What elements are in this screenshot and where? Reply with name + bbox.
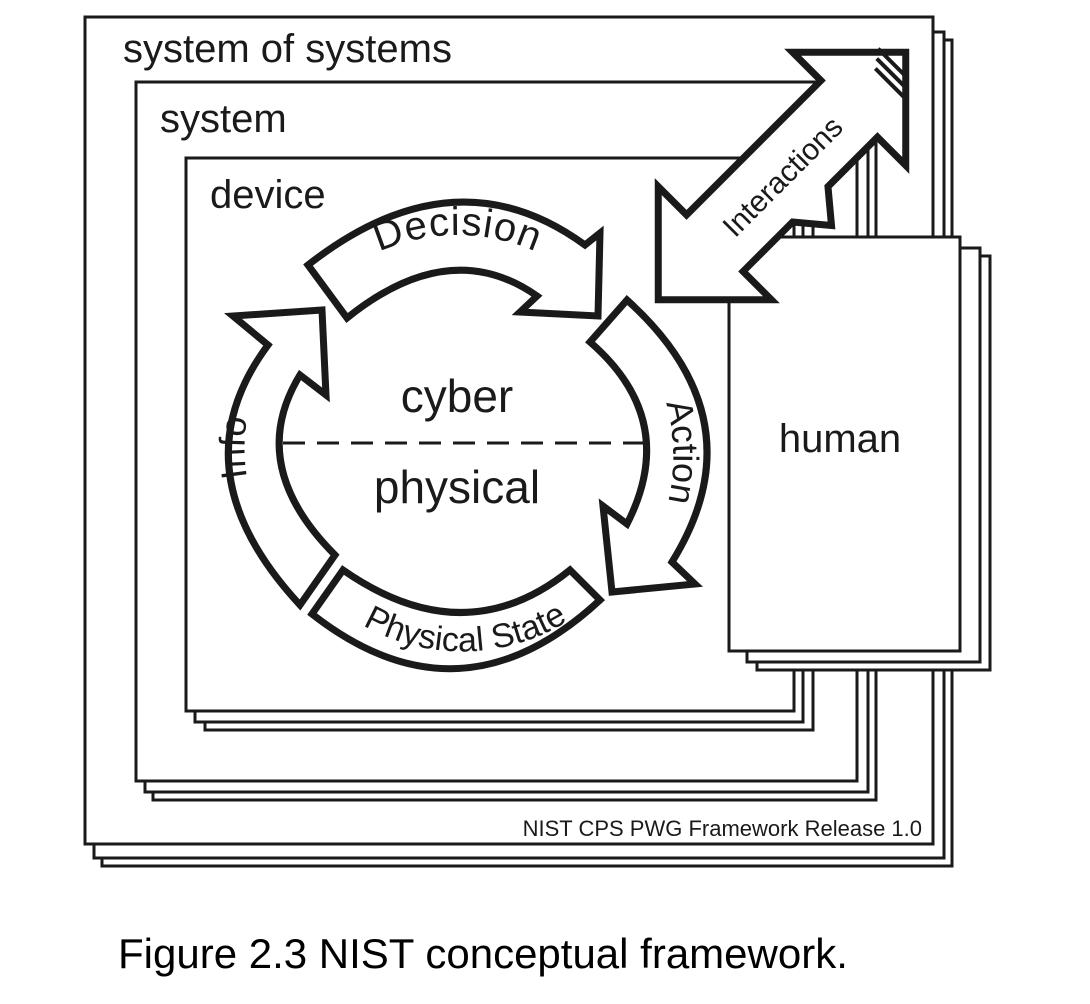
- framework-credit: NIST CPS PWG Framework Release 1.0: [523, 816, 922, 841]
- device-label: device: [210, 173, 326, 217]
- human-label: human: [779, 417, 901, 461]
- physical-label: physical: [374, 461, 540, 513]
- human-frame: human: [727, 235, 992, 672]
- cycle-arrows: [224, 198, 711, 673]
- action-arrow: [585, 295, 711, 596]
- system-label: system: [160, 97, 287, 141]
- info-arrow: [224, 306, 340, 611]
- action-label-path: Action: [658, 396, 706, 508]
- figure-caption: Figure 2.3 NIST conceptual framework.: [118, 930, 848, 977]
- physical-state-arrow: [307, 565, 606, 673]
- action-label: Action: [658, 396, 706, 508]
- decision-arrow: [303, 198, 604, 324]
- system-of-systems-label: system of systems: [123, 27, 452, 71]
- cyber-label: cyber: [401, 370, 513, 422]
